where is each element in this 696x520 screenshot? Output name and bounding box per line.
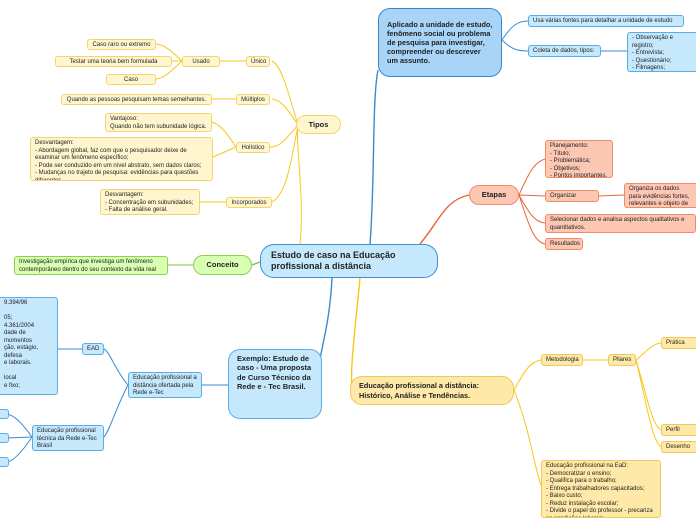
tipos-topic[interactable]: Tipos [296, 115, 341, 134]
vantagem-node[interactable]: Vantajoso: Quando não tem subunidade lóg… [105, 113, 212, 132]
link-historia-metod [513, 359, 542, 391]
pilares-node[interactable]: Pilares [608, 354, 636, 366]
ead-desc-node[interactable]: 9.394/96 05; 4.361/2004 dade de momentos… [0, 297, 58, 395]
incorporados-desvantagem-node[interactable]: Desvantagem: - Concentração em subunidad… [100, 189, 200, 215]
link-pilares-desenho [635, 359, 662, 448]
conceito-desc[interactable]: Investigação empírica que investiga um f… [14, 256, 168, 275]
link-center-tipos [296, 124, 302, 245]
link-tecnica-3 [5, 436, 33, 463]
tecnica-node[interactable]: Educação profissional técnica da Rede e-… [32, 425, 104, 451]
link-aplicado-coleta [501, 39, 529, 52]
tecnica-child-3[interactable] [0, 457, 9, 467]
link-aplicado-fontes [501, 20, 529, 41]
link-etapas-plan [518, 158, 546, 196]
coleta-itens-node[interactable]: - Observação e registro; - Entrevista; -… [627, 32, 696, 72]
aplicado-topic[interactable]: Aplicado a unidade de estudo, fenômeno s… [378, 8, 502, 77]
caso-raro-node[interactable]: Caso raro ou extremo [87, 39, 156, 50]
pratica-node[interactable]: Prática doc [661, 337, 696, 349]
central-topic[interactable]: Estudo de caso na Educação profissional … [260, 244, 438, 278]
selecionar-node[interactable]: Selecionar dados e analisa aspectos qual… [545, 214, 696, 233]
link-center-aplicado [369, 69, 379, 245]
etapas-topic[interactable]: Etapas [469, 185, 519, 205]
historia-ead-node[interactable]: Educação profissional na EaD: - Democrat… [541, 460, 661, 518]
tecnica-child-1[interactable] [0, 409, 9, 419]
link-historia-ead [513, 389, 542, 486]
link-tipos-holistico [269, 124, 299, 148]
holistico-node[interactable]: Holístico [236, 142, 270, 153]
link-etapas-res [518, 194, 546, 245]
link-usado-revelador [155, 60, 183, 80]
link-etapas-sel [518, 194, 546, 224]
resultados-node[interactable]: Resultados [545, 238, 583, 250]
multiplos-desc[interactable]: Quando as pessoas pesquisam temas semelh… [61, 94, 212, 105]
link-ofertada-ead [103, 348, 129, 386]
caso-revelador-node[interactable]: Caso revelador [106, 74, 156, 85]
organizar-node[interactable]: Organizar dados [545, 190, 599, 202]
link-tecnica-1 [5, 413, 33, 438]
desenho-node[interactable]: Desenho cur [661, 441, 696, 453]
incorporados-node[interactable]: Incorporados [226, 197, 272, 208]
coleta-node[interactable]: Coleta de dados, tipos: [528, 45, 601, 57]
link-tecnica-2 [5, 436, 33, 439]
usado-em-node[interactable]: Usado em: [182, 56, 220, 67]
fontes-node[interactable]: Usa várias fontes para detalhar a unidad… [528, 15, 684, 27]
link-pilares-pratica [635, 342, 662, 361]
link-center-exemplo [319, 277, 333, 361]
historia-topic[interactable]: Educação profissional a distância: Histó… [350, 376, 514, 405]
planejamento-node[interactable]: Planejamento: - Título; - Problemática; … [545, 140, 613, 178]
link-org-desc [598, 194, 625, 197]
link-center-historia [350, 277, 361, 386]
link-holistico-vant [211, 121, 237, 148]
testar-teoria-node[interactable]: Testar uma teoria bem formulada [55, 56, 172, 67]
link-tipos-incorporados [271, 124, 299, 203]
ead-ofertada-node[interactable]: Educação profissional a distância oferta… [128, 372, 202, 398]
metodologia-node[interactable]: Metodologia [541, 354, 583, 366]
perfil-node[interactable]: Perfil profis [661, 424, 696, 436]
link-center-conceito [251, 261, 261, 266]
holistico-desvantagem-node[interactable]: Desvantagem: - Abordagem global, faz com… [30, 137, 213, 181]
link-tipos-multiplos [271, 98, 299, 126]
ead-node[interactable]: EAD [82, 343, 104, 355]
link-center-etapas [419, 194, 470, 245]
unico-node[interactable]: Único [246, 56, 270, 67]
link-tipos-unico [271, 60, 299, 126]
link-usado-raro [155, 43, 183, 62]
link-holistico-desv [212, 146, 237, 158]
multiplos-node[interactable]: Múltiplos [236, 94, 270, 105]
link-pilares-perfil [635, 359, 662, 431]
link-etapas-org [518, 194, 546, 197]
exemplo-topic[interactable]: Exemplo: Estudo de caso - Uma proposta d… [228, 349, 322, 419]
organizar-desc-node[interactable]: Organiza os dados para evidências fortes… [624, 183, 696, 208]
tecnica-child-2[interactable] [0, 433, 9, 443]
link-ofertada-tecnica [103, 384, 129, 438]
conceito-topic[interactable]: Conceito [193, 255, 252, 275]
